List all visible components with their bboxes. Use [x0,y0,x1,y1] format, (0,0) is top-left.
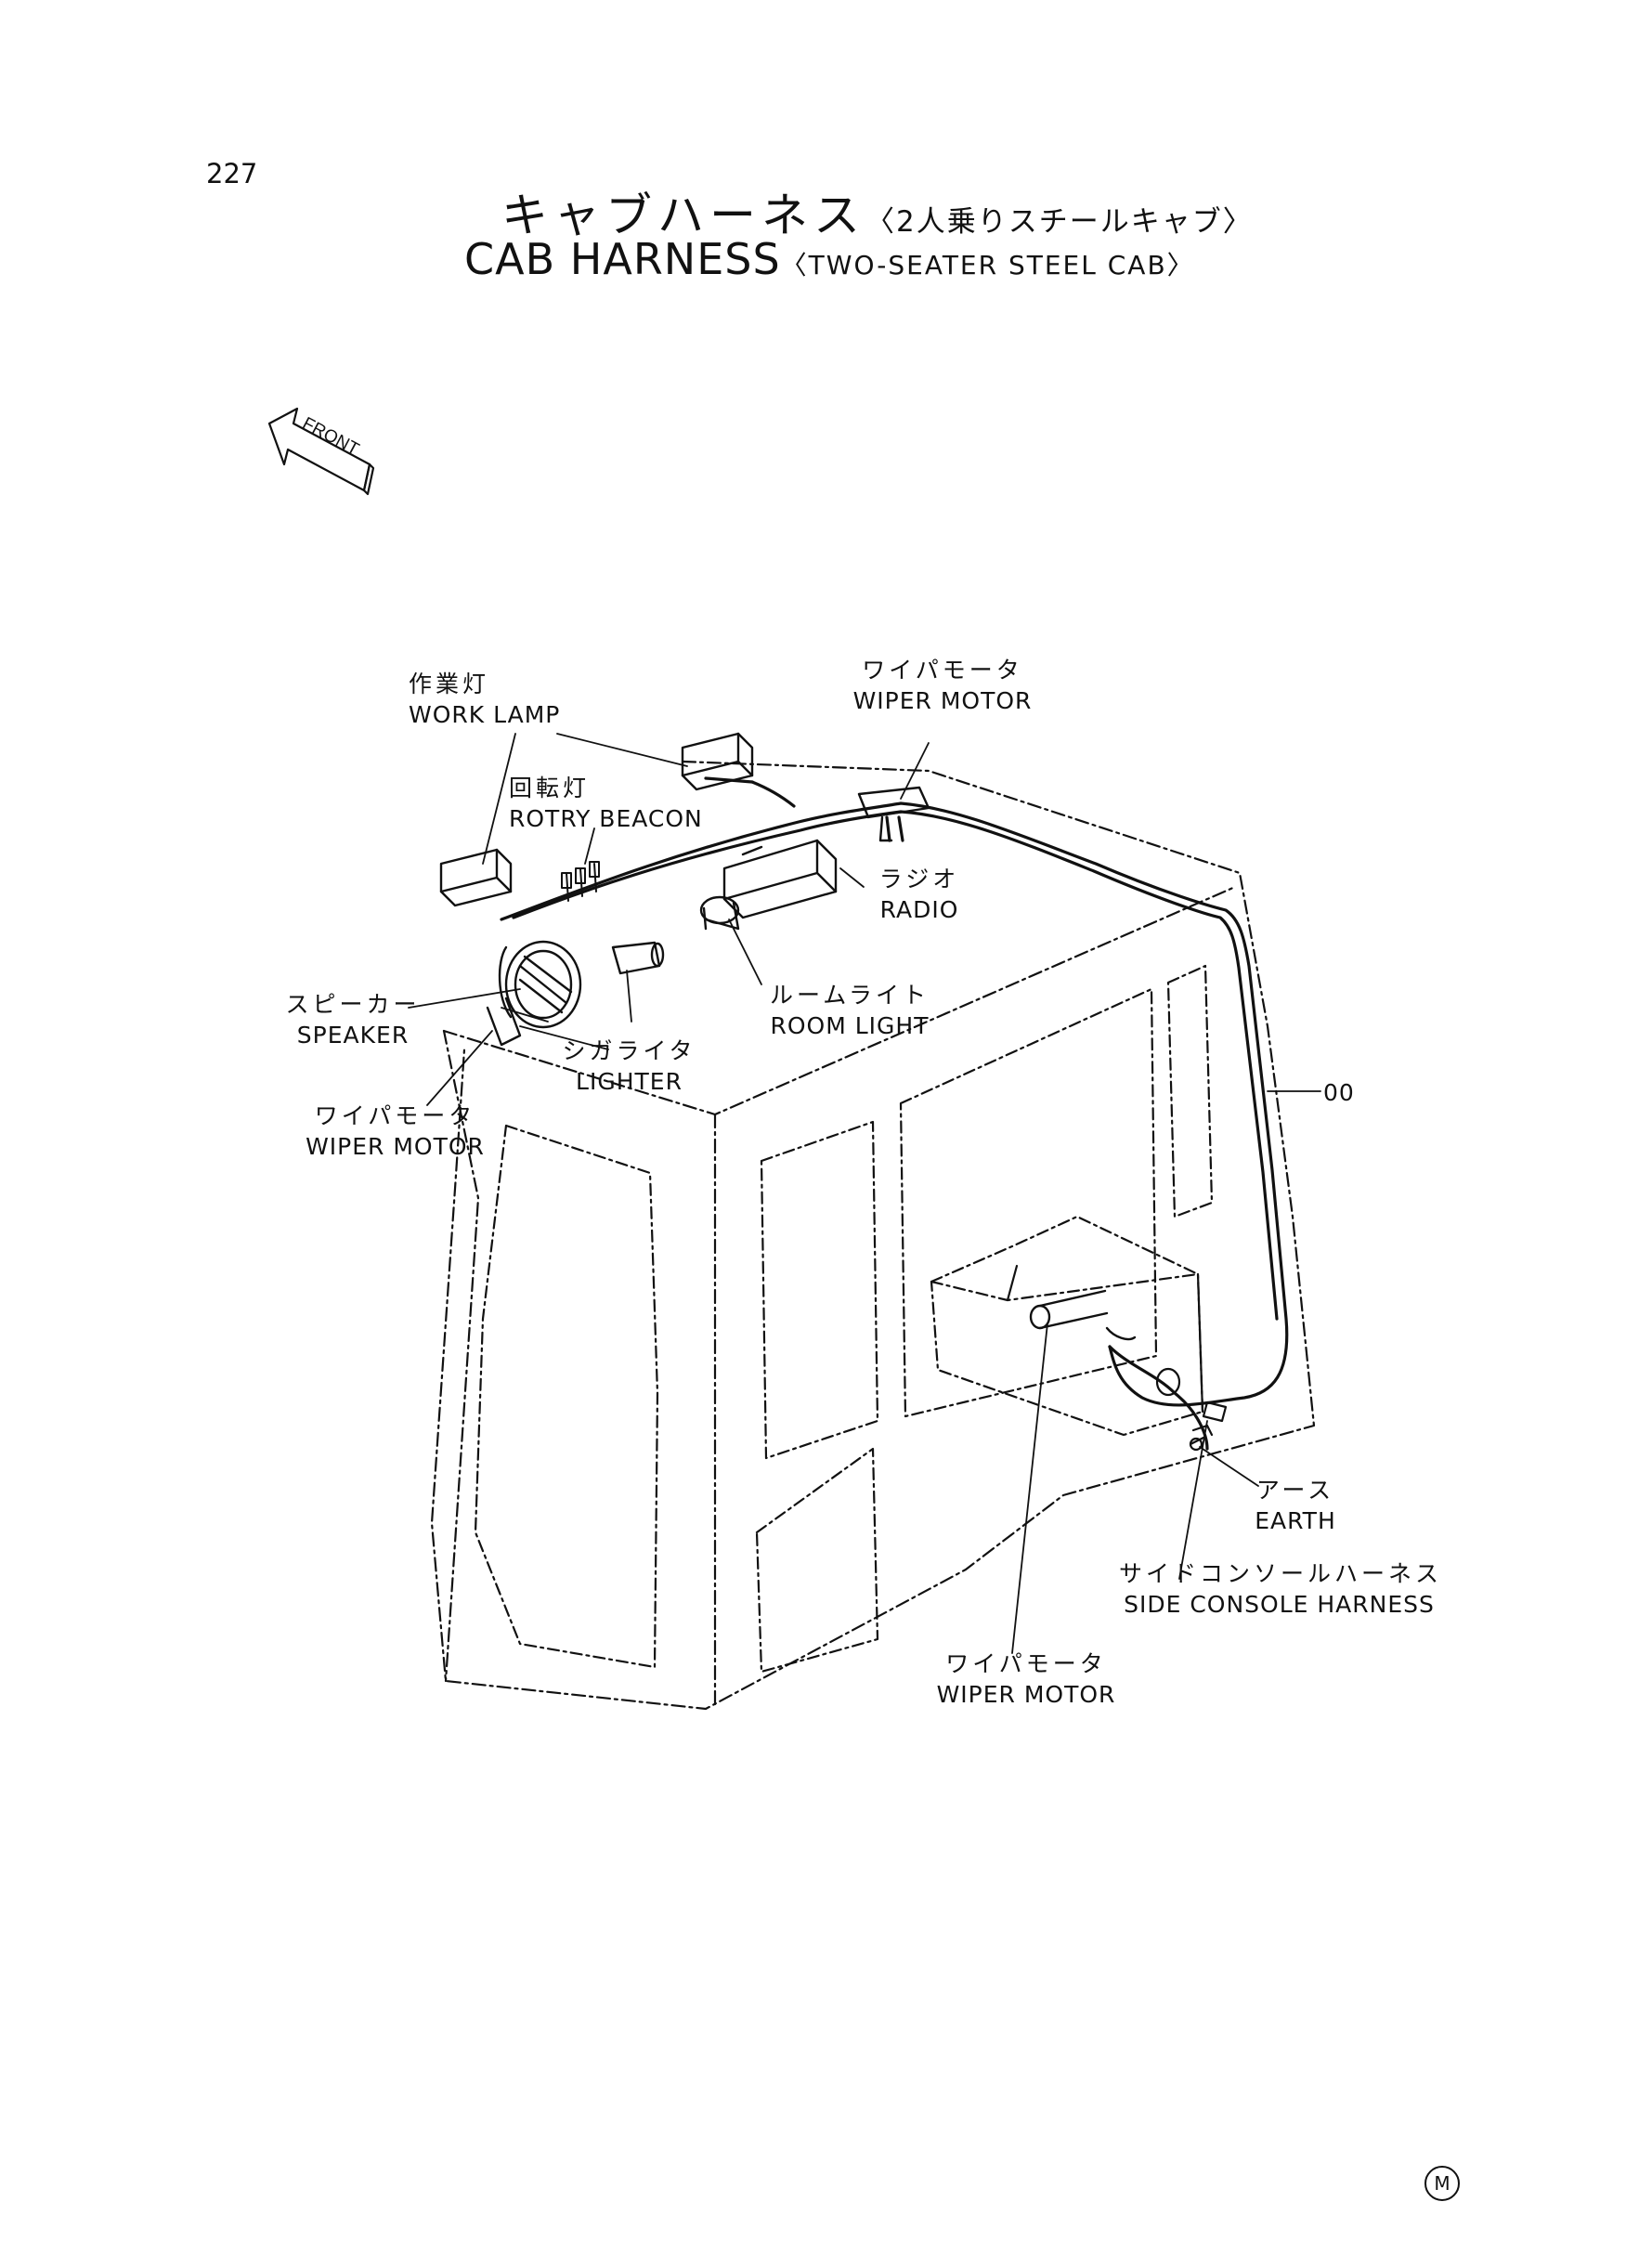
wiper-motor-bottom-icon [1029,1289,1137,1341]
side-console-connector-icon [1155,1367,1228,1437]
leader-room-light [728,919,762,985]
label-rotary-beacon: 回転灯 ROTRY BEACON [509,775,703,832]
label-harness-ref: 00 [1323,1079,1355,1106]
title-jp-sub: 〈2人乗りスチールキャブ〉 [865,205,1254,239]
label-work-lamp: 作業灯 WORK LAMP [409,671,561,728]
label-wiper-motor-bottom: ワイパモータ WIPER MOTOR [936,1650,1116,1708]
front-label: FRONT [299,414,362,460]
label-room-light: ルームライト ROOM LIGHT [769,982,930,1039]
label-speaker: スピーカー SPEAKER [285,991,421,1049]
title-en-sub: 〈TWO-SEATER STEEL CAB〉 [780,250,1195,280]
label-wiper-motor-top: ワイパモータ WIPER MOTOR [852,657,1033,714]
title-jp-main: キャブハーネス [501,189,865,242]
wiper-motor-top-icon [857,786,930,842]
leader-wiper-motor-top [900,742,930,800]
lighter-icon [611,941,665,975]
leader-work-lamp-2 [482,733,516,865]
leader-wiper-motor-left [426,1030,493,1106]
leader-wiper-motor-bottom [1011,1322,1048,1654]
cab-body [430,760,1316,1711]
earth-terminal-icon [1189,1436,1205,1452]
radio-icon [722,839,838,919]
label-radio: ラジオ RADIO [878,866,960,923]
page-mark-badge: M [1424,2166,1460,2201]
leader-lighter [626,970,632,1023]
title-japanese: キャブハーネス〈2人乗りスチールキャブ〉 [501,178,1254,245]
label-side-console-harness: サイドコンソールハーネス SIDE CONSOLE HARNESS [1119,1560,1443,1618]
label-lighter: シガライタ LIGHTER [562,1037,696,1095]
front-arrow-icon: FRONT [267,407,375,496]
leader-work-lamp-1 [556,733,688,767]
rotary-beacon-connector-icon [561,861,600,902]
work-lamp-icon [439,732,754,907]
leader-lighter-2 [519,1025,609,1050]
leader-speaker [408,988,521,1009]
leader-earth [1199,1446,1259,1487]
speaker-icon [486,940,582,1047]
leader-radio [839,867,865,888]
title-english: CAB HARNESS〈TWO-SEATER STEEL CAB〉 [464,234,1195,284]
page-number: 227 [206,158,258,189]
label-wiper-motor-left: ワイパモータ WIPER MOTOR [306,1102,485,1160]
leader-rotary-beacon [584,827,595,865]
leader-lines [408,733,1321,1654]
label-earth: アース EARTH [1255,1477,1336,1534]
leader-side-console [1178,1420,1208,1580]
room-light-icon [699,895,740,931]
leader-speaker-2 [501,1007,549,1023]
title-en-main: CAB HARNESS [464,234,781,284]
